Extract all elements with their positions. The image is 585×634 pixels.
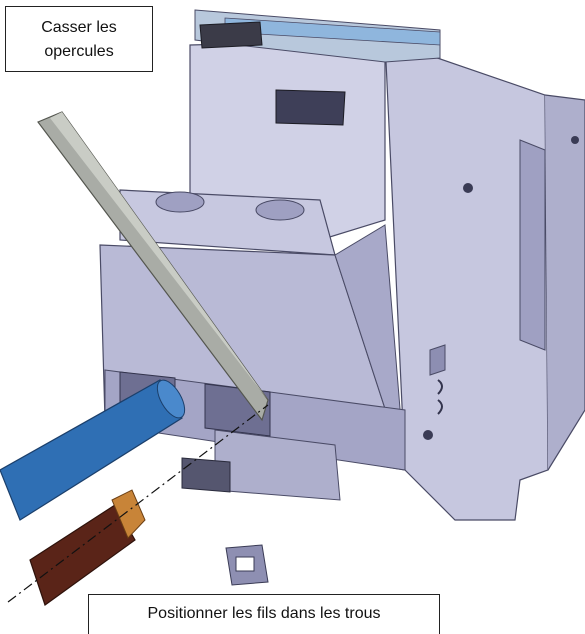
callout-position-wires: Positionner les fils dans les trous	[88, 594, 440, 634]
callout-break-tabs: Casser les opercules	[5, 6, 153, 72]
clip-part	[225, 544, 269, 586]
screwdriver-icon	[37, 111, 269, 422]
blue-wire	[0, 379, 186, 521]
brown-wire	[29, 489, 146, 606]
insertion-guide-line	[7, 404, 269, 603]
breaker-side-module	[384, 39, 585, 521]
